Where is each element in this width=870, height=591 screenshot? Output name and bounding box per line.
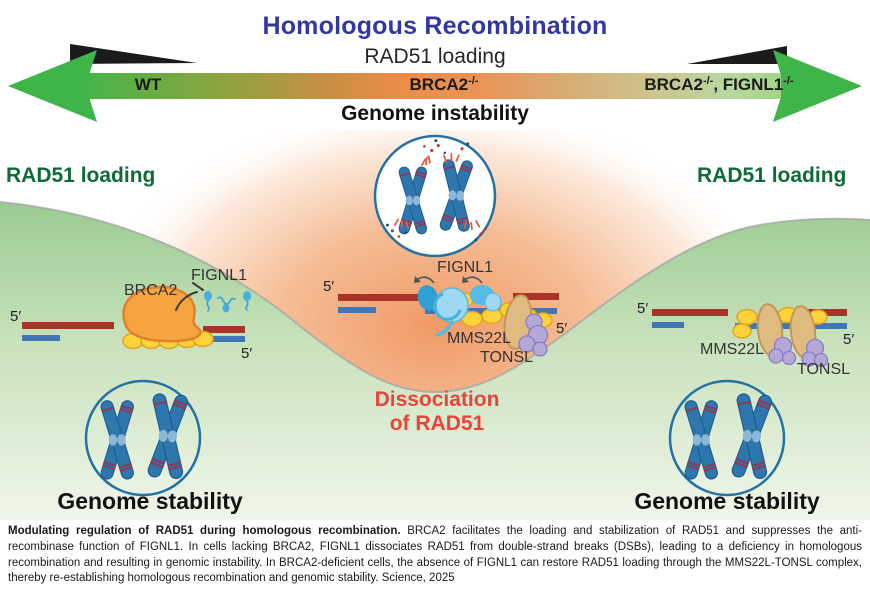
tonsl-protein-icon bbox=[518, 313, 549, 357]
dissociation-label: Dissociation of RAD51 bbox=[317, 388, 557, 436]
middle-tonsl-label: TONSL bbox=[480, 349, 534, 366]
figure-title: Homologous Recombination bbox=[262, 12, 608, 40]
fignl1-fragments-icon bbox=[204, 291, 251, 313]
axis-label-brca2-fignl1-ko: BRCA2-/-, FIGNL1-/- bbox=[614, 75, 824, 95]
dna-red-strand bbox=[338, 294, 422, 301]
brca2-sup-2: -/- bbox=[702, 75, 714, 87]
rad51-loading-axis-label: RAD51 loading bbox=[364, 45, 506, 68]
right-increase-wedge-icon bbox=[687, 46, 787, 64]
right-five-prime-right: 5′ bbox=[843, 331, 855, 348]
figure-caption: Modulating regulation of RAD51 during ho… bbox=[8, 524, 862, 587]
left-rad51-loading-header: RAD51 loading bbox=[6, 164, 156, 187]
middle-mms22l-label: MMS22L bbox=[447, 330, 512, 347]
middle-five-prime-right: 5′ bbox=[556, 320, 568, 337]
genome-instability-label: Genome instability bbox=[341, 102, 529, 125]
brca2-label: BRCA2 bbox=[124, 282, 178, 299]
wt-text: WT bbox=[134, 75, 162, 94]
dna-red-strand bbox=[652, 309, 728, 316]
right-genome-stability-label: Genome stability bbox=[634, 488, 820, 514]
separator-text: , bbox=[713, 75, 723, 94]
fignl1-sup: -/- bbox=[783, 75, 794, 87]
axis-label-brca2-ko: BRCA2-/- bbox=[374, 75, 514, 95]
middle-dna-complex bbox=[338, 276, 559, 357]
right-dna-complex bbox=[652, 303, 847, 368]
middle-fignl1-label: FIGNL1 bbox=[437, 259, 494, 276]
left-five-prime-label: 5′ bbox=[10, 308, 22, 325]
dna-blue-strand bbox=[652, 322, 684, 328]
brca2-text-2: BRCA2 bbox=[644, 75, 703, 94]
right-rad51-loading-header: RAD51 loading bbox=[697, 164, 847, 187]
dissociation-line2: of RAD51 bbox=[389, 412, 485, 436]
left-arrowhead-icon bbox=[8, 50, 97, 122]
right-stable-chromosomes-circle bbox=[668, 379, 786, 497]
fignl1-protein-icon bbox=[417, 285, 502, 337]
left-dna-complex bbox=[22, 282, 251, 350]
right-five-prime-left: 5′ bbox=[637, 300, 649, 317]
right-mms22l-label: MMS22L bbox=[700, 341, 765, 358]
right-arrowhead-icon bbox=[773, 50, 862, 122]
dissociation-line1: Dissociation bbox=[374, 388, 500, 411]
right-tonsl-label: TONSL bbox=[797, 361, 851, 378]
fignl1-label: FIGNL1 bbox=[191, 267, 248, 284]
inhibition-arrow-icon bbox=[175, 282, 204, 311]
gradient-axis-bar bbox=[86, 73, 786, 99]
left-decrease-wedge-icon bbox=[70, 44, 197, 64]
left-stable-chromosomes-circle bbox=[84, 379, 202, 497]
dna-red-strand bbox=[203, 326, 245, 333]
caption-bold-lead: Modulating regulation of RAD51 during ho… bbox=[8, 525, 401, 537]
dna-red-strand bbox=[806, 309, 847, 316]
diagram-graphics bbox=[0, 130, 870, 520]
stability-hills-background bbox=[0, 202, 870, 520]
header-graphics bbox=[8, 44, 862, 122]
caption-body-text: BRCA2 facilitates the loading and stabil… bbox=[8, 525, 862, 585]
dna-red-strand bbox=[513, 293, 559, 300]
middle-five-prime-left: 5′ bbox=[323, 278, 335, 295]
left-five-prime-label-2: 5′ bbox=[241, 345, 253, 362]
left-genome-stability-label: Genome stability bbox=[57, 488, 243, 514]
dna-red-strand bbox=[22, 322, 114, 329]
dna-blue-strand bbox=[22, 335, 60, 341]
brca2-sup: -/- bbox=[468, 75, 479, 87]
fignl1-text: FIGNL1 bbox=[722, 75, 784, 94]
dna-blue-strand bbox=[338, 307, 376, 313]
brca2-text: BRCA2 bbox=[409, 75, 469, 94]
damaged-chromosomes-circle bbox=[373, 134, 497, 258]
dissociation-arrows-icon bbox=[414, 276, 483, 284]
tonsl-protein-icon bbox=[768, 336, 829, 368]
axis-label-wt: WT bbox=[98, 75, 198, 95]
hills-edge-line bbox=[0, 201, 870, 394]
